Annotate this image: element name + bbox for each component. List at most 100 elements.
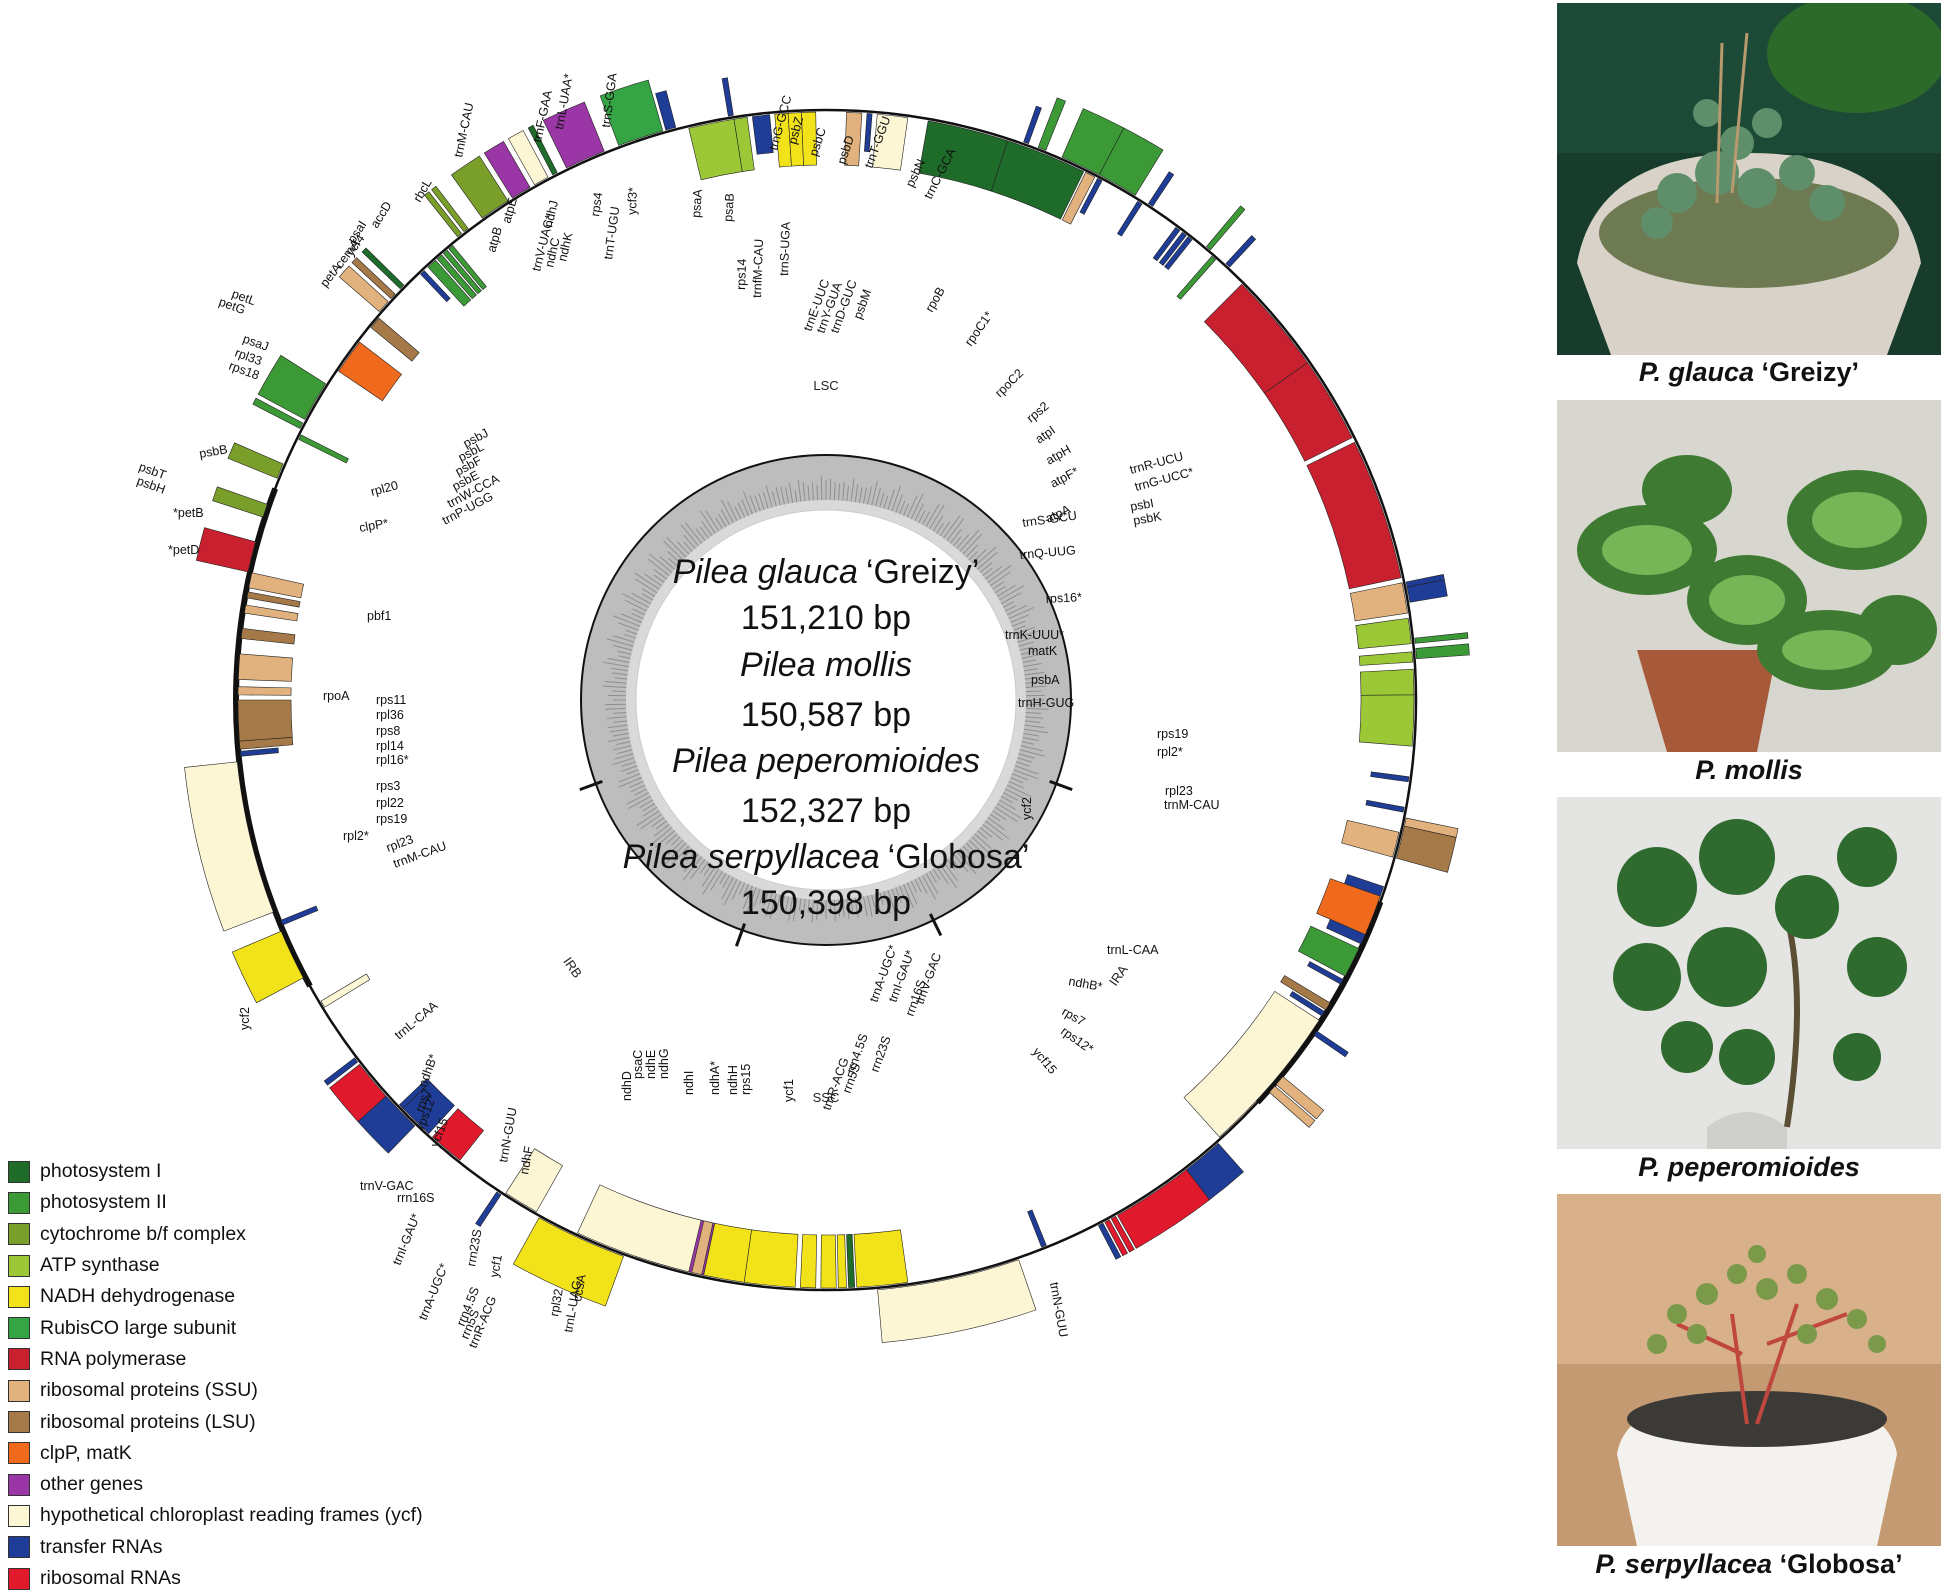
gene-atpi	[1356, 618, 1411, 649]
caption-pilea-serpyllacea: P. serpyllacea ‘Globosa’	[1552, 1549, 1946, 1580]
gene-label: ycf2	[1020, 797, 1034, 820]
legend-swatch	[8, 1286, 30, 1308]
gene-ndhg	[821, 1235, 836, 1288]
gene-trnt-ggu	[1148, 172, 1173, 207]
gene-label: rps12*	[1058, 1024, 1096, 1056]
gene-label: trnL-CAA	[1107, 943, 1159, 957]
gene-label: ndhG	[657, 1048, 671, 1079]
gene-psbm	[1177, 256, 1216, 299]
legend-swatch	[8, 1223, 30, 1245]
gene-rpl20	[371, 318, 419, 361]
gene-label: rpl2*	[343, 829, 369, 843]
gene-pbf1	[299, 435, 349, 463]
gene-label: pbf1	[367, 609, 391, 623]
gene-label: trnL-CAA	[392, 998, 441, 1042]
gene-rps2	[1350, 583, 1407, 621]
gene-label: ndhI	[682, 1071, 696, 1095]
plant-photos: P. glauca ‘Greizy’ P. mollis	[1552, 0, 1946, 1591]
gene-label: rps16*	[1045, 590, 1082, 606]
gene-label: trnS-GCU	[1021, 508, 1077, 530]
gene-label: rpl22	[376, 796, 404, 810]
legend-label: ribosomal proteins (SSU)	[40, 1379, 258, 1402]
gene-rps19	[238, 687, 291, 696]
gene-label: trnT-UGU	[601, 206, 622, 261]
legend-swatch	[8, 1411, 30, 1433]
gene-label: trnN-GUU	[496, 1106, 519, 1163]
gene-atpf-	[1360, 669, 1414, 695]
gene-rpoa	[196, 528, 255, 572]
gene-label: ndhB*	[1067, 974, 1103, 994]
photo-pilea-peperomioides	[1557, 797, 1941, 1149]
legend-label: other genes	[40, 1473, 143, 1496]
legend-swatch	[8, 1161, 30, 1183]
gene-atph	[1359, 652, 1413, 666]
gene-label: atpH	[1044, 442, 1074, 467]
gene-label: rps15	[739, 1064, 753, 1095]
gene-psac	[847, 1234, 855, 1287]
gene-atpa	[1359, 695, 1414, 746]
gene-label: rpl2*	[1157, 745, 1183, 759]
gene-label: rpl23	[1165, 784, 1193, 798]
region-label-lsc: LSC	[813, 378, 838, 393]
gene-trnn-guu	[1028, 1210, 1047, 1247]
legend-swatch	[8, 1348, 30, 1370]
gene-label: ndhA*	[708, 1061, 722, 1095]
gene-label: ndhE	[644, 1050, 658, 1079]
center-species-1: Pilea glauca‘Greizy’	[673, 553, 980, 591]
legend-item-lsu: ribosomal proteins (LSU)	[8, 1406, 568, 1437]
gene-rrn23s	[1118, 1170, 1210, 1249]
legend-swatch	[8, 1317, 30, 1339]
gene-trnm-cau	[240, 748, 278, 756]
center-size-1: 151,210 bp	[741, 599, 911, 637]
gene-trnl-caa	[281, 906, 318, 925]
legend-label: hypothetical chloroplast reading frames …	[40, 1504, 423, 1527]
gene-label: trnK-UUU*	[1005, 628, 1064, 642]
gene-label: ycf1	[782, 1079, 796, 1102]
gc-tick	[1026, 691, 1041, 692]
center-species-4: Pilea serpyllacea‘Globosa’	[623, 838, 1030, 876]
gene-ndhd	[854, 1230, 908, 1287]
gene-label: rpoC2	[992, 366, 1026, 400]
gene-label: ycf2	[238, 1007, 252, 1030]
legend-label: ribosomal proteins (LSU)	[40, 1411, 256, 1434]
legend-item-clp: clpP, matK	[8, 1438, 568, 1469]
gene-ycf2	[185, 762, 274, 931]
legend-label: ATP synthase	[40, 1254, 160, 1277]
legend-swatch	[8, 1474, 30, 1496]
gene-label: rpoA	[323, 689, 350, 703]
caption-pilea-peperomioides: P. peperomioides	[1552, 1152, 1946, 1183]
legend-label: photosystem I	[40, 1160, 161, 1183]
gc-tick	[612, 691, 626, 692]
gene-label: rpl36	[376, 708, 404, 722]
legend-label: RNA polymerase	[40, 1348, 186, 1371]
gene-label: trnS-UGA	[777, 221, 793, 276]
center-size-2: 150,587 bp	[741, 696, 911, 734]
gene-ndhe	[837, 1235, 846, 1288]
gene-label: rps11	[376, 693, 406, 707]
gene-trng-gcc	[1024, 106, 1042, 144]
gene-label: ndhH	[726, 1065, 740, 1095]
legend-item-rpo: RNA polymerase	[8, 1344, 568, 1375]
gene-label: rpl16*	[376, 753, 409, 767]
region-label-ssc: SSC	[813, 1090, 840, 1105]
legend-swatch	[8, 1536, 30, 1558]
gene-label: trnN-GUU	[1047, 1281, 1070, 1338]
center-species-3: Pilea peperomioides	[672, 742, 980, 780]
gene-label: psaA	[689, 188, 705, 218]
gene-trnq-uug	[1366, 800, 1404, 812]
gene-rps3	[238, 654, 292, 681]
legend-swatch	[8, 1255, 30, 1277]
gene-label: atpI	[1033, 423, 1058, 446]
gene-label: ycf15	[1030, 1045, 1060, 1077]
gene-label: rps19	[1157, 727, 1188, 741]
legend-label: transfer RNAs	[40, 1536, 162, 1559]
caption-pilea-mollis: P. mollis	[1552, 755, 1946, 786]
gene-rpl2-	[238, 700, 292, 741]
gene-label: trnH-GUG	[1018, 696, 1074, 710]
gene-label: rpl14	[376, 739, 404, 753]
gene-label: rps19	[376, 812, 407, 826]
gene-trns-gga	[722, 78, 733, 116]
gene-label: rpoB	[922, 285, 947, 315]
legend-item-ndh: NADH dehydrogenase	[8, 1281, 568, 1312]
